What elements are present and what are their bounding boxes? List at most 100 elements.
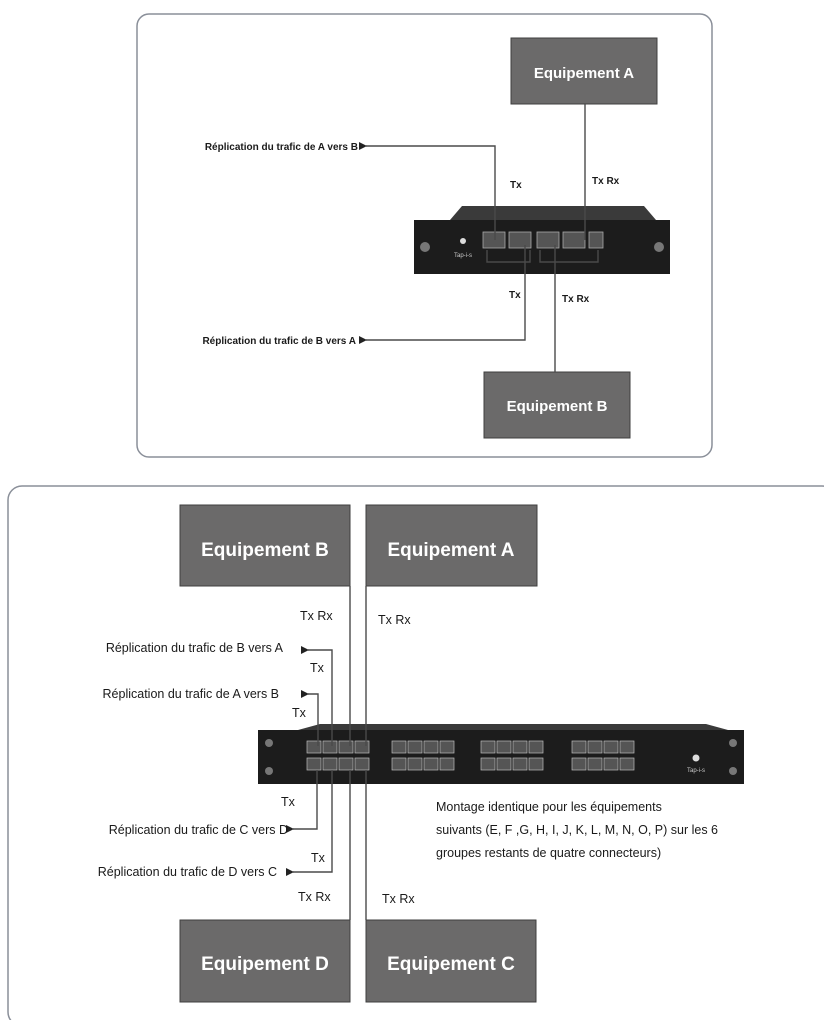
g2-port-4 bbox=[439, 740, 455, 754]
bottom-tx-4: Tx bbox=[311, 851, 326, 865]
top-equipment-b[interactable]: Equipement B bbox=[483, 371, 631, 439]
bottom-screw-2 bbox=[265, 767, 273, 775]
top-chassis-top bbox=[450, 206, 656, 220]
top-txrx-lower: Tx Rx bbox=[562, 294, 590, 305]
g1-port-5 bbox=[306, 757, 322, 771]
bottom-chassis-front bbox=[258, 730, 744, 784]
bottom-txrx-d: Tx Rx bbox=[298, 890, 331, 904]
g3-port-6 bbox=[496, 757, 512, 771]
g2-port-3 bbox=[423, 740, 439, 754]
bottom-equipment-b[interactable]: Equipement B bbox=[179, 504, 351, 587]
top-port-link-right bbox=[539, 250, 599, 263]
top-chassis-logo-icon bbox=[460, 238, 466, 244]
bottom-wire-rep-a-to-b bbox=[301, 690, 319, 746]
top-panel: Equipement A Equipement B Tap-i-s bbox=[136, 13, 713, 458]
bottom-txrx-b: Tx Rx bbox=[300, 609, 333, 623]
g2-port-6 bbox=[407, 757, 423, 771]
bottom-note-line-1: Montage identique pour les équipements bbox=[436, 800, 662, 814]
top-port-link-left bbox=[486, 250, 531, 263]
top-equipment-a-label: Equipement A bbox=[534, 65, 634, 82]
g4-port-5 bbox=[571, 757, 587, 771]
bottom-note-line-2: suivants (E, F ,G, H, I, J, K, L, M, N, … bbox=[436, 823, 718, 837]
bottom-equipment-d-label: Equipement D bbox=[201, 954, 329, 975]
g2-port-8 bbox=[439, 757, 455, 771]
top-wire-rep-b-to-a bbox=[359, 245, 526, 344]
g2-port-5 bbox=[391, 757, 407, 771]
top-equipment-a-box[interactable] bbox=[510, 37, 658, 105]
bottom-screw-1 bbox=[265, 739, 273, 747]
top-rep-b-to-a: Réplication du trafic de B vers A bbox=[202, 336, 356, 347]
g4-port-4 bbox=[619, 740, 635, 754]
top-port-4 bbox=[562, 231, 586, 249]
g3-port-2 bbox=[496, 740, 512, 754]
top-chassis-screw-left bbox=[420, 242, 430, 252]
g4-port-7 bbox=[603, 757, 619, 771]
bottom-equipment-b-label: Equipement B bbox=[201, 540, 329, 561]
top-equipment-b-box[interactable] bbox=[483, 371, 631, 439]
top-txrx-upper: Tx Rx bbox=[592, 176, 620, 187]
g1-port-8 bbox=[354, 757, 370, 771]
top-port-3 bbox=[536, 231, 560, 249]
port-group-3 bbox=[480, 740, 544, 771]
bottom-equipment-a-box[interactable] bbox=[365, 504, 538, 587]
bottom-equipment-d[interactable]: Equipement D bbox=[179, 919, 351, 1003]
bottom-chassis-logo-icon bbox=[692, 754, 700, 762]
bottom-equipment-a[interactable]: Equipement A bbox=[365, 504, 538, 587]
top-tx-upper: Tx bbox=[510, 180, 522, 191]
bottom-equipment-c-label: Equipement C bbox=[387, 954, 515, 975]
top-chassis-logo: Tap-i-s bbox=[454, 253, 472, 259]
bottom-equipment-c[interactable]: Equipement C bbox=[365, 919, 537, 1003]
g3-port-7 bbox=[512, 757, 528, 771]
bottom-rep-b-to-a: Réplication du trafic de B vers A bbox=[106, 641, 284, 655]
bottom-txrx-c: Tx Rx bbox=[382, 892, 415, 906]
bottom-tx-2: Tx bbox=[292, 706, 307, 720]
bottom-note-line-3: groupes restants de quatre connecteurs) bbox=[436, 846, 661, 860]
bottom-chassis-logo: Tap-i-s bbox=[687, 768, 705, 774]
g2-port-2 bbox=[407, 740, 423, 754]
top-port-5 bbox=[588, 231, 604, 249]
bottom-wire-rep-b-to-a bbox=[301, 646, 333, 746]
bottom-chassis-top bbox=[298, 724, 728, 730]
top-equipment-a[interactable]: Equipement A bbox=[510, 37, 658, 105]
g1-port-4 bbox=[354, 740, 370, 754]
bottom-rep-a-to-b: Réplication du trafic de A vers B bbox=[103, 687, 279, 701]
bottom-wire-rep-d-to-c bbox=[286, 770, 333, 876]
bottom-panel: Equipement B Equipement A Equipement D E… bbox=[7, 485, 824, 1020]
g1-port-6 bbox=[322, 757, 338, 771]
g4-port-3 bbox=[603, 740, 619, 754]
bottom-screw-4 bbox=[729, 767, 737, 775]
bottom-equipment-a-label: Equipement A bbox=[387, 540, 514, 561]
bottom-tx-1: Tx bbox=[310, 661, 325, 675]
top-port-1 bbox=[482, 231, 506, 249]
top-tx-lower: Tx bbox=[509, 290, 521, 301]
bottom-txrx-a: Tx Rx bbox=[378, 613, 411, 627]
top-tap-chassis: Tap-i-s bbox=[414, 206, 670, 274]
bottom-equipment-d-box[interactable] bbox=[179, 919, 351, 1003]
g3-port-1 bbox=[480, 740, 496, 754]
top-rep-a-to-b: Réplication du trafic de A vers B bbox=[205, 142, 358, 153]
g2-port-7 bbox=[423, 757, 439, 771]
g3-port-3 bbox=[512, 740, 528, 754]
bottom-equipment-b-box[interactable] bbox=[179, 504, 351, 587]
top-wire-rep-a-to-b bbox=[359, 142, 496, 240]
bottom-tap-chassis: Tap-i-s bbox=[258, 724, 744, 784]
g3-port-5 bbox=[480, 757, 496, 771]
bottom-wire-rep-c-to-d bbox=[286, 770, 318, 833]
g4-port-1 bbox=[571, 740, 587, 754]
bottom-screw-3 bbox=[729, 739, 737, 747]
bottom-equipment-c-box[interactable] bbox=[365, 919, 537, 1003]
g4-port-6 bbox=[587, 757, 603, 771]
top-equipment-b-label: Equipement B bbox=[507, 398, 608, 415]
bottom-rep-d-to-c: Réplication du trafic de D vers C bbox=[98, 865, 277, 879]
g3-port-4 bbox=[528, 740, 544, 754]
g1-port-3 bbox=[338, 740, 354, 754]
top-port-2 bbox=[508, 231, 532, 249]
g1-port-2 bbox=[322, 740, 338, 754]
g1-port-7 bbox=[338, 757, 354, 771]
bottom-rep-c-to-d: Réplication du trafic de C vers D bbox=[109, 823, 288, 837]
g4-port-2 bbox=[587, 740, 603, 754]
top-chassis-screw-right bbox=[654, 242, 664, 252]
port-group-4 bbox=[571, 740, 635, 771]
port-group-2 bbox=[391, 740, 455, 771]
